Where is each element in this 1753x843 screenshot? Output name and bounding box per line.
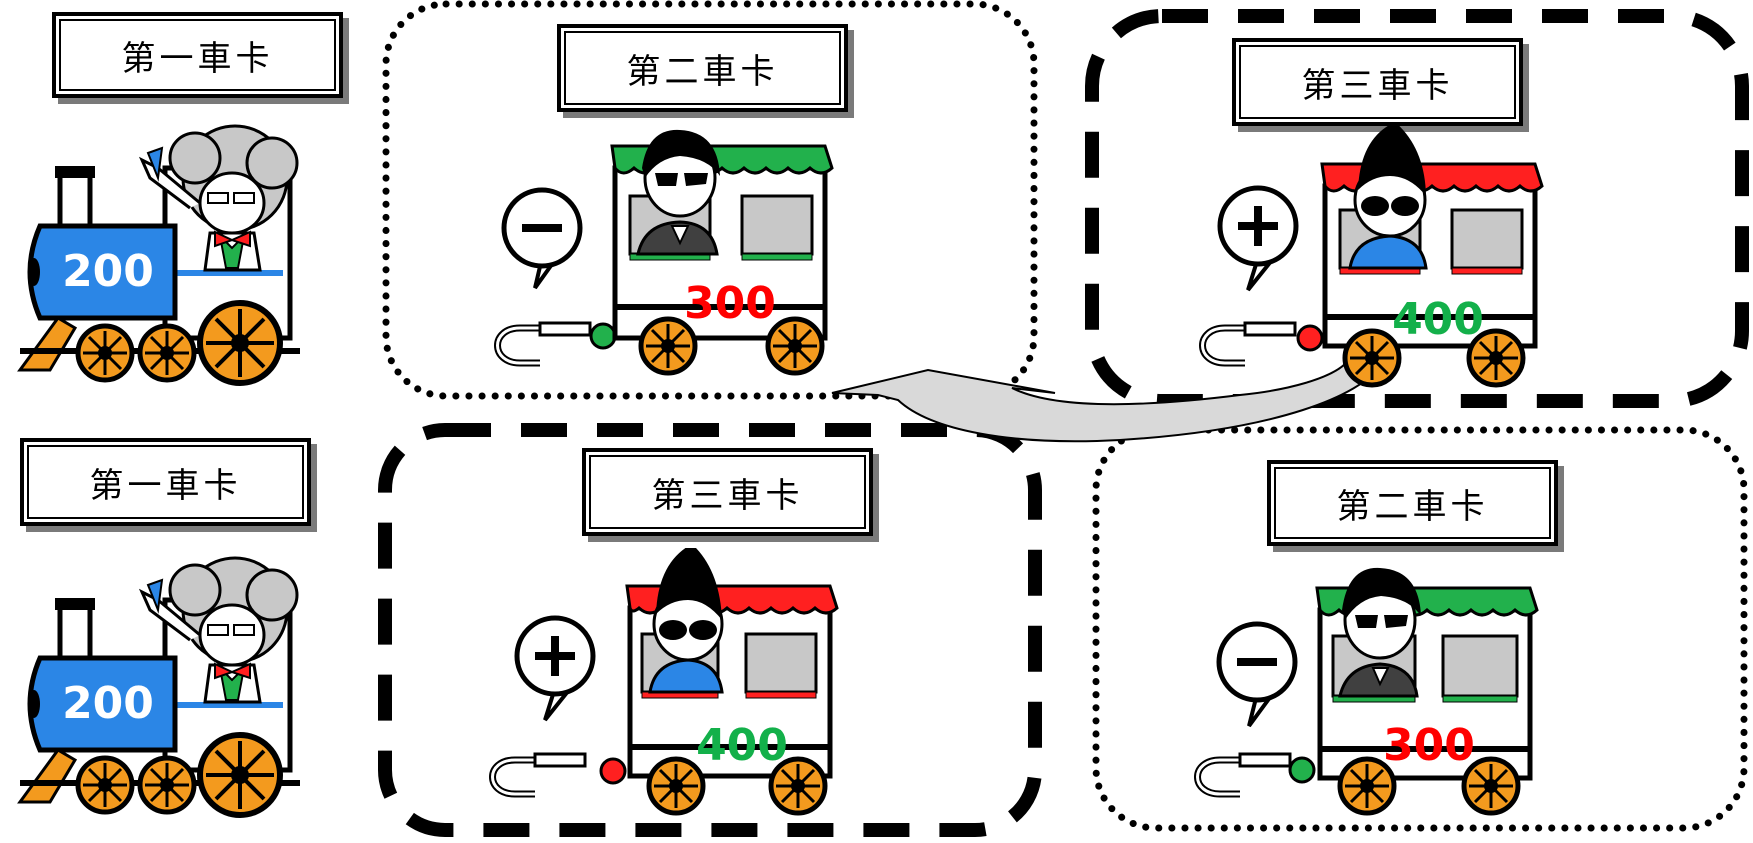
car3-bottom: 400 [489, 548, 839, 828]
man-in-suit-icon [636, 129, 720, 256]
dashed-frame-car3-bottom [378, 423, 1042, 837]
coupling-hook-icon [494, 321, 617, 367]
man-in-suit-icon [1338, 567, 1421, 698]
plus-sign-bubble-icon [1217, 185, 1299, 292]
minus-sign-bubble-icon [1216, 621, 1298, 728]
coupling-hook-icon [489, 752, 627, 798]
old-man-driver-icon [138, 124, 299, 272]
man-with-pompadour-icon [1348, 122, 1428, 270]
car2-top: 300 [494, 129, 834, 378]
coupling-hook-icon [1199, 321, 1324, 367]
coupling-hook-icon [1194, 752, 1316, 798]
car2-bottom-value: 300 [1383, 720, 1475, 771]
label-car1-bottom: 第一車卡 [20, 438, 311, 526]
label-car3-bottom: 第三車卡 [582, 448, 873, 536]
label-car1-top: 第一車卡 [52, 12, 343, 98]
label-car3-top: 第三車卡 [1232, 38, 1523, 126]
engine-top-value: 200 [62, 246, 154, 297]
car3-bottom-value: 400 [696, 720, 788, 771]
label-car2-bottom: 第二車卡 [1267, 460, 1558, 546]
old-man-driver-icon [138, 556, 299, 704]
dotted-frame-car2-top [382, 0, 1038, 400]
swap-arrow-icon [831, 362, 1382, 443]
car2-top-value: 300 [684, 278, 776, 329]
man-with-pompadour-icon [648, 548, 724, 694]
dotted-frame-car2-bottom [1092, 426, 1748, 832]
car3-top-value: 400 [1392, 294, 1484, 345]
car2-bottom: 300 [1194, 567, 1539, 830]
car3-top: 400 [1199, 122, 1544, 398]
label-car2-top: 第二車卡 [557, 24, 848, 112]
engine-top: 200 [17, 124, 300, 388]
minus-sign-bubble-icon [501, 187, 583, 290]
engine-bottom-value: 200 [62, 678, 154, 729]
plus-sign-bubble-icon [514, 615, 596, 722]
engine-bottom: 200 [17, 556, 300, 820]
dashed-frame-car3-top [1085, 9, 1749, 408]
